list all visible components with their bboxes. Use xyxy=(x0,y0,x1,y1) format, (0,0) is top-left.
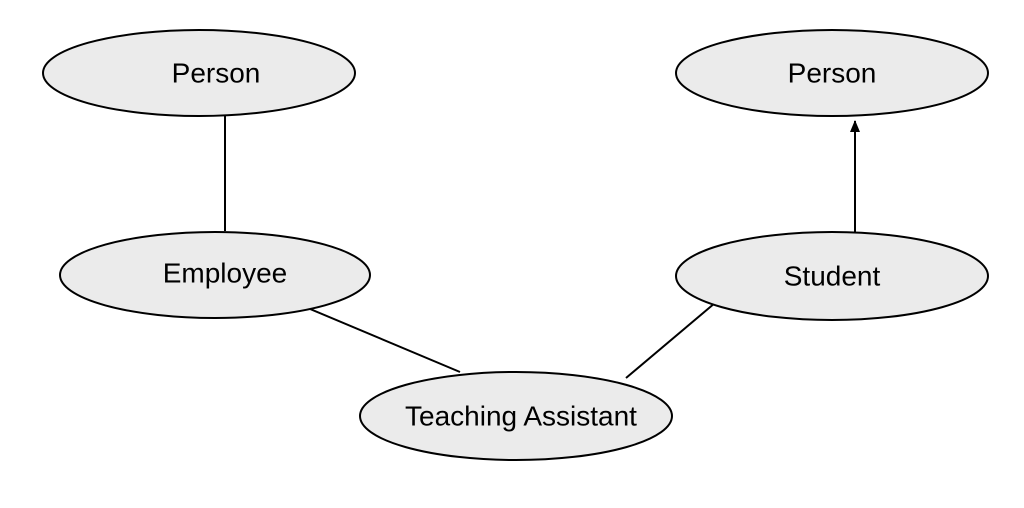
edge-ta-to-student xyxy=(625,291,729,379)
node-person-left: Person xyxy=(42,29,356,117)
node-label: Person xyxy=(172,58,261,89)
node-label: Student xyxy=(784,261,881,292)
node-label: Person xyxy=(788,58,877,89)
node-employee: Employee xyxy=(59,231,371,319)
node-student: Student xyxy=(675,231,989,321)
node-label: Teaching Assistant xyxy=(405,401,637,432)
node-teaching-assistant: Teaching Assistant xyxy=(359,371,673,461)
node-label: Employee xyxy=(163,258,288,289)
node-person-right: Person xyxy=(675,29,989,117)
